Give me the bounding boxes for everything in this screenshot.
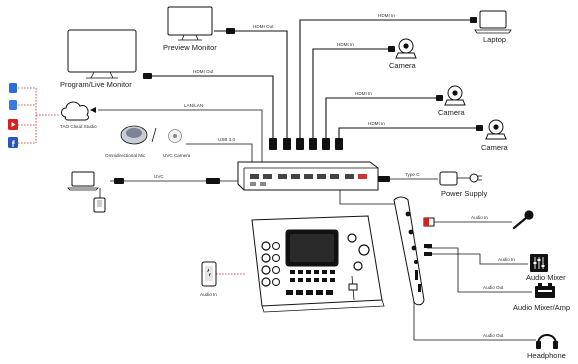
microphone-icon xyxy=(512,210,534,230)
monitor-icon xyxy=(167,6,213,41)
audio-mixer: Audio Mixer xyxy=(526,254,566,282)
headphone-label: Headphone xyxy=(527,351,566,360)
cable-labels: HDMI Out HDMI In HDMI Out HDMI In HDMI I… xyxy=(154,13,515,338)
cable-layer xyxy=(18,19,536,341)
headphone-icon xyxy=(536,334,558,349)
monitor-icon xyxy=(67,29,137,79)
hdmi-plugs xyxy=(114,17,483,184)
mobile-icon xyxy=(9,83,17,93)
cable-label-hdmi-in-cam2: HDMI In xyxy=(355,91,372,96)
user-icon xyxy=(9,100,17,110)
camera-3-label: Camera xyxy=(481,143,509,152)
cable-label-usb: USB 3.0 xyxy=(218,137,236,142)
audio-jacks xyxy=(423,217,435,256)
uvc-laptop xyxy=(67,171,106,213)
button-grid xyxy=(286,270,335,295)
audio-mixer-amp: Audio Mixer/Amp xyxy=(513,283,570,312)
knobs-right xyxy=(347,233,370,271)
switcher-rear-panel xyxy=(237,161,379,191)
cable-label-audio-in-mic: Audio In xyxy=(471,215,488,220)
cable-label-hdmi-in-cam3: HDMI In xyxy=(368,121,385,126)
camera-1: Camera xyxy=(389,38,417,70)
program-monitor: Program/Live Monitor xyxy=(60,29,137,89)
cable-label-audio-out-amp: Audio Out xyxy=(483,285,504,290)
camera-icon xyxy=(485,119,507,140)
camera-2-label: Camera xyxy=(438,108,466,117)
laptop-icon xyxy=(67,171,99,191)
microphone xyxy=(512,210,534,230)
uvc-camera: UVC Camera xyxy=(163,129,191,158)
smartphone-icon xyxy=(201,261,217,287)
omni-mic-label: Omnidirectional Mic xyxy=(105,153,146,158)
program-monitor-label: Program/Live Monitor xyxy=(60,80,132,89)
audio-mixer-icon xyxy=(530,254,548,272)
power-supply: Power Supply xyxy=(439,171,488,198)
cable-label-lan: LAN/LAN xyxy=(184,103,203,108)
laptop-icon xyxy=(474,10,512,34)
cable-label-hdmi-in-cam1: HDMI In xyxy=(337,42,354,47)
headphone: Headphone xyxy=(527,334,566,360)
cable-label-audio-in-phone: Audio In xyxy=(200,292,217,297)
tao-cloud-label: TAO Cloud Studio xyxy=(60,124,97,129)
fader-right xyxy=(348,275,358,301)
preview-monitor-label: Preview Monitor xyxy=(163,43,217,52)
laptop: Laptop xyxy=(474,10,512,44)
cable-label-type-c: Type C xyxy=(405,172,420,177)
uvc-camera-label: UVC Camera xyxy=(163,153,191,158)
audio-mixer-label: Audio Mixer xyxy=(526,273,566,282)
cable-label-audio-out-headphone: Audio Out xyxy=(483,333,504,338)
cable-label-hdmi-out-preview: HDMI Out xyxy=(253,24,274,29)
laptop-label: Laptop xyxy=(483,35,506,44)
camera-icon xyxy=(395,38,417,59)
knobs-left xyxy=(261,241,280,287)
cable-label-hdmi-out-program: HDMI Out xyxy=(193,69,214,74)
camera-icon xyxy=(444,85,466,106)
cable-label-uvc: UVC xyxy=(154,174,164,179)
cloud-icon xyxy=(61,101,89,121)
switcher-top-panel xyxy=(251,215,385,313)
camera-2: Camera xyxy=(438,85,466,117)
cable-label-hdmi-in-laptop: HDMI In xyxy=(378,13,395,18)
streaming-platform-icons xyxy=(8,83,18,148)
preview-monitor: Preview Monitor xyxy=(163,6,217,52)
switcher-side-panel xyxy=(393,196,435,306)
omni-mic: Omnidirectional Mic xyxy=(105,125,148,158)
tao-cloud-studio: TAO Cloud Studio xyxy=(60,101,97,129)
power-supply-label: Power Supply xyxy=(441,189,488,198)
camera-1-label: Camera xyxy=(389,61,417,70)
amplifier-icon xyxy=(535,283,555,298)
smartphone xyxy=(201,261,217,287)
camera-3: Camera xyxy=(481,119,509,152)
power-plug-icon xyxy=(469,173,482,183)
audio-mixer-amp-label: Audio Mixer/Amp xyxy=(513,303,570,312)
cable-label-audio-in-mixer: Audio In xyxy=(498,257,515,262)
